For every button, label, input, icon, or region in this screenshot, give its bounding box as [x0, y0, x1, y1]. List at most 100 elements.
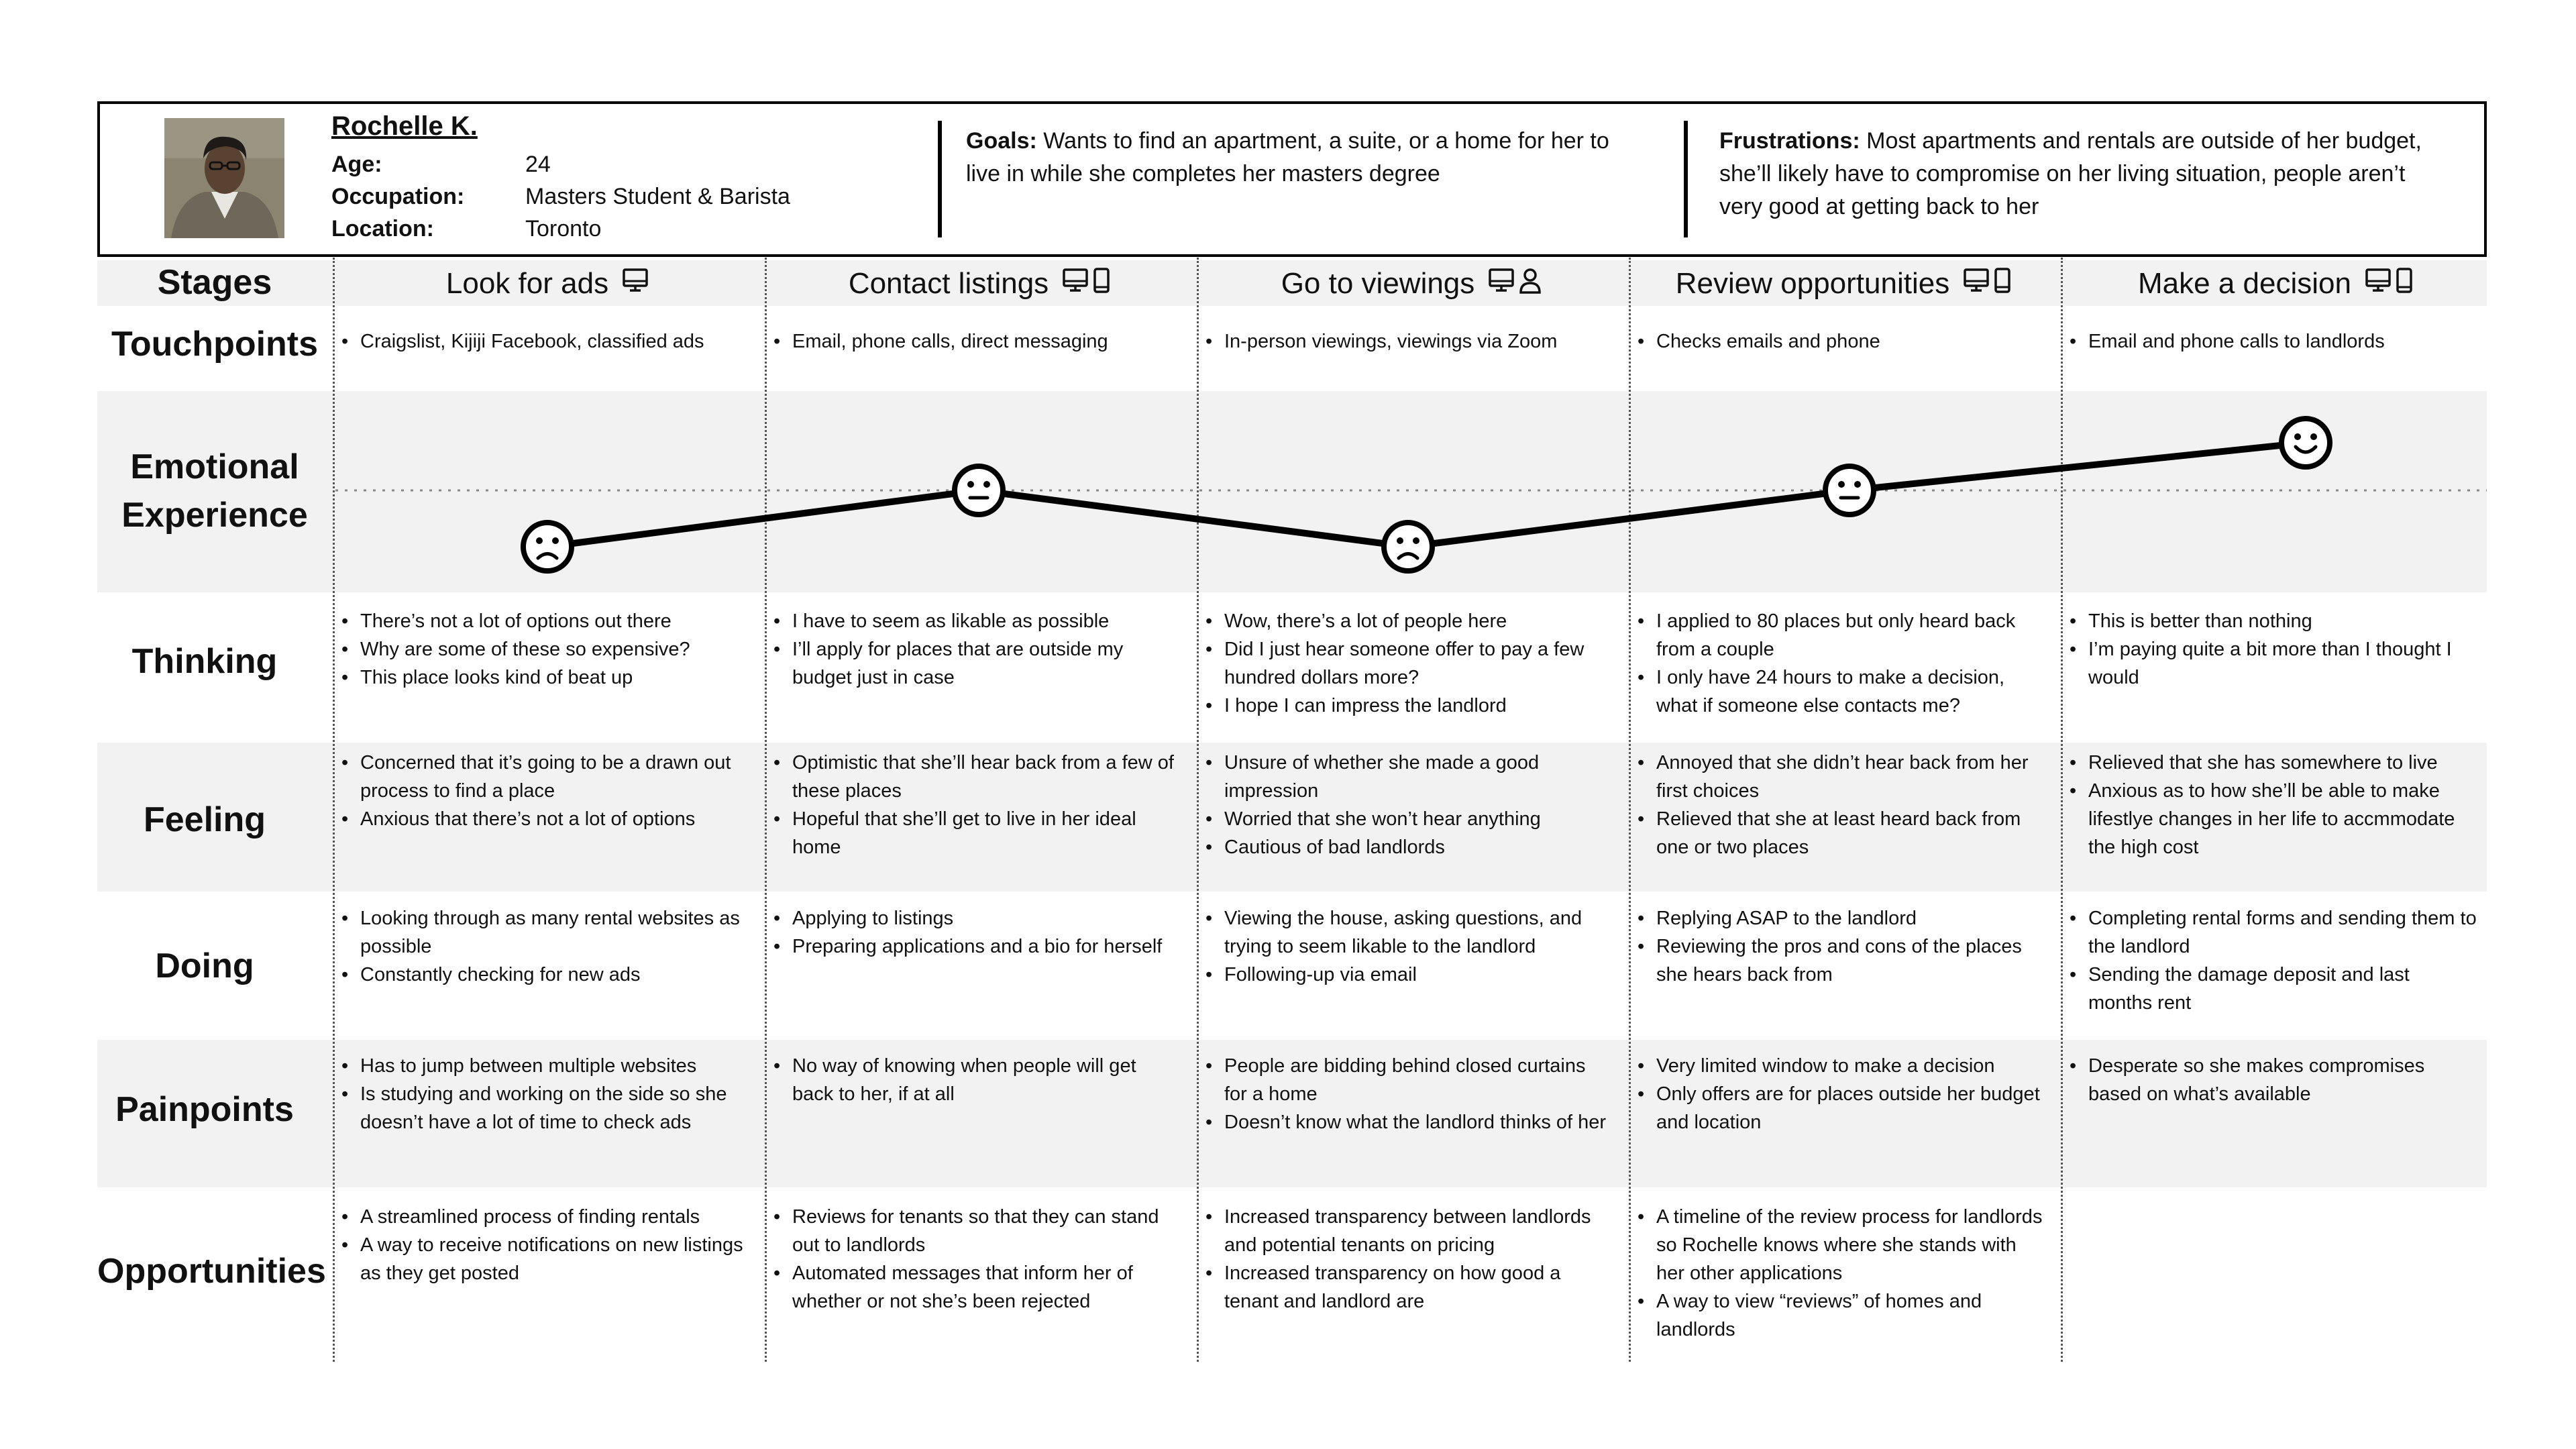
row-label-feeling: Feeling: [143, 800, 266, 839]
phone-icon: [1093, 267, 1110, 301]
list-item: There’s not a lot of options out there: [340, 607, 749, 635]
goals-line: Wants to find an apartment, a suite, or …: [1036, 128, 1609, 154]
location-value: Toronto: [525, 216, 602, 241]
feeling-cell: Optimistic that she’ll hear back from a …: [772, 749, 1181, 861]
stage-icons: [1963, 267, 2011, 301]
stage-title-text: Go to viewings: [1281, 267, 1475, 300]
touchpoints-list: Email and phone calls to landlords: [2068, 327, 2477, 356]
row-label-line: Emotional: [130, 447, 299, 486]
list-item: I’ll apply for places that are outside m…: [772, 635, 1181, 692]
row-label-opportunities: Opportunities: [97, 1252, 326, 1291]
column-divider: [333, 258, 335, 1362]
stage-title: Review opportunities: [1629, 262, 2058, 306]
list-item: No way of knowing when people will get b…: [772, 1052, 1181, 1108]
painpoints-cell: People are bidding behind closed curtain…: [1204, 1052, 1613, 1136]
opportunities-cell: Increased transparency between landlords…: [1204, 1203, 1613, 1316]
doing-cell: Applying to listingsPreparing applicatio…: [772, 904, 1181, 961]
feeling-cell: Relieved that she has somewhere to liveA…: [2068, 749, 2477, 861]
row-label-thinking: Thinking: [131, 642, 278, 681]
persona-divider: [938, 121, 942, 237]
thinking-cell: There’s not a lot of options out thereWh…: [340, 607, 749, 692]
list-item: Annoyed that she didn’t hear back from h…: [1636, 749, 2045, 805]
thinking-list: There’s not a lot of options out thereWh…: [340, 607, 749, 692]
list-item: A timeline of the review process for lan…: [1636, 1203, 2045, 1287]
touchpoints-list: Email, phone calls, direct messaging: [772, 327, 1181, 356]
doing-cell: Replying ASAP to the landlordReviewing t…: [1636, 904, 2045, 989]
thinking-list: Wow, there’s a lot of people hereDid I j…: [1204, 607, 1613, 720]
painpoints-cell: Desperate so she makes compromises based…: [2068, 1052, 2477, 1108]
list-item: I have to seem as likable as possible: [772, 607, 1181, 635]
touchpoints-cell: In-person viewings, viewings via Zoom: [1204, 327, 1613, 356]
doing-list: Looking through as many rental websites …: [340, 904, 749, 989]
column-divider: [2061, 258, 2063, 1362]
doing-cell: Completing rental forms and sending them…: [2068, 904, 2477, 1017]
phone-icon: [1994, 267, 2011, 301]
painpoints-list: People are bidding behind closed curtain…: [1204, 1052, 1613, 1136]
list-item: People are bidding behind closed curtain…: [1204, 1052, 1613, 1108]
list-item: This place looks kind of beat up: [340, 663, 749, 692]
list-item: Viewing the house, asking questions, and…: [1204, 904, 1613, 961]
doing-cell: Looking through as many rental websites …: [340, 904, 749, 989]
list-item: In-person viewings, viewings via Zoom: [1204, 327, 1613, 356]
row-label-touchpoints: Touchpoints: [111, 325, 319, 364]
list-item: Desperate so she makes compromises based…: [2068, 1052, 2477, 1108]
list-item: Worried that she won’t hear anything: [1204, 805, 1613, 833]
list-item: Reviews for tenants so that they can sta…: [772, 1203, 1181, 1259]
painpoints-list: Very limited window to make a decisionOn…: [1636, 1052, 2045, 1136]
occupation-label: Occupation:: [331, 184, 465, 209]
list-item: Applying to listings: [772, 904, 1181, 932]
feeling-cell: Annoyed that she didn’t hear back from h…: [1636, 749, 2045, 861]
list-item: Email, phone calls, direct messaging: [772, 327, 1181, 356]
frustrations-line: Most apartments and rentals are outside …: [1860, 128, 2422, 154]
stage-title-text: Make a decision: [2138, 267, 2351, 300]
age-label: Age:: [331, 152, 382, 177]
opportunities-list: A streamlined process of finding rentals…: [340, 1203, 749, 1287]
frustrations-line: very good at getting back to her: [1719, 194, 2039, 219]
doing-list: Applying to listingsPreparing applicatio…: [772, 904, 1181, 961]
goals-line: live in while she completes her masters …: [966, 161, 1440, 186]
frustrations-text: Frustrations: Most apartments and rental…: [1719, 125, 2422, 223]
row-label-emotional: Emotional Experience: [97, 443, 332, 539]
list-item: Wow, there’s a lot of people here: [1204, 607, 1613, 635]
column-divider: [765, 258, 767, 1362]
doing-cell: Viewing the house, asking questions, and…: [1204, 904, 1613, 989]
list-item: Email and phone calls to landlords: [2068, 327, 2477, 356]
list-item: Sending the damage deposit and last mont…: [2068, 961, 2477, 1017]
feeling-list: Relieved that she has somewhere to liveA…: [2068, 749, 2477, 861]
list-item: Unsure of whether she made a good impres…: [1204, 749, 1613, 805]
age-value: 24: [525, 152, 551, 177]
persona-photo: [164, 118, 284, 238]
feeling-list: Optimistic that she’ll hear back from a …: [772, 749, 1181, 861]
touchpoints-cell: Email, phone calls, direct messaging: [772, 327, 1181, 356]
list-item: Did I just hear someone offer to pay a f…: [1204, 635, 1613, 692]
goals-label: Goals:: [966, 128, 1037, 154]
list-item: Cautious of bad landlords: [1204, 833, 1613, 861]
opportunities-list: Reviews for tenants so that they can sta…: [772, 1203, 1181, 1316]
persona-card: [97, 101, 2487, 257]
touchpoints-list: Checks emails and phone: [1636, 327, 2045, 356]
stage-title-text: Look for ads: [445, 267, 609, 300]
list-item: Has to jump between multiple websites: [340, 1052, 749, 1080]
list-item: Increased transparency on how good a ten…: [1204, 1259, 1613, 1316]
list-item: Replying ASAP to the landlord: [1636, 904, 2045, 932]
column-divider: [1197, 258, 1199, 1362]
thinking-list: I have to seem as likable as possibleI’l…: [772, 607, 1181, 692]
desktop-icon: [1488, 267, 1515, 301]
emotional-band: [97, 391, 2487, 592]
list-item: I hope I can impress the landlord: [1204, 692, 1613, 720]
list-item: Completing rental forms and sending them…: [2068, 904, 2477, 961]
desktop-icon: [1062, 267, 1089, 301]
persona-name: Rochelle K.: [331, 111, 478, 141]
list-item: Preparing applications and a bio for her…: [772, 932, 1181, 961]
touchpoints-list: In-person viewings, viewings via Zoom: [1204, 327, 1613, 356]
touchpoints-cell: Craigslist, Kijiji Facebook, classified …: [340, 327, 749, 356]
thinking-cell: I applied to 80 places but only heard ba…: [1636, 607, 2045, 720]
list-item: This is better than nothing: [2068, 607, 2477, 635]
thinking-cell: This is better than nothingI’m paying qu…: [2068, 607, 2477, 692]
stage-title-text: Contact listings: [848, 267, 1049, 300]
list-item: Why are some of these so expensive?: [340, 635, 749, 663]
list-item: Relieved that she has somewhere to live: [2068, 749, 2477, 777]
list-item: Only offers are for places outside her b…: [1636, 1080, 2045, 1136]
list-item: Concerned that it’s going to be a drawn …: [340, 749, 749, 805]
feeling-list: Annoyed that she didn’t hear back from h…: [1636, 749, 2045, 861]
